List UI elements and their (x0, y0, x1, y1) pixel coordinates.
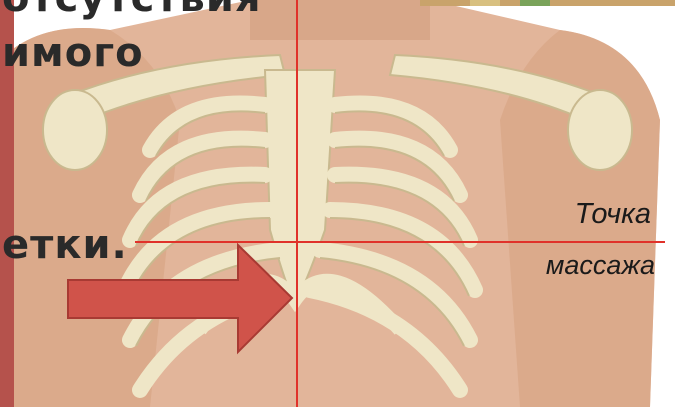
caption-massage: массажа (546, 252, 655, 279)
slide-text-line-3: етки. (2, 225, 128, 265)
caption-point: Точка (575, 200, 651, 229)
slide-text-line-2: имого (2, 33, 144, 73)
slide-text-line-1: отсутствия (2, 0, 262, 18)
